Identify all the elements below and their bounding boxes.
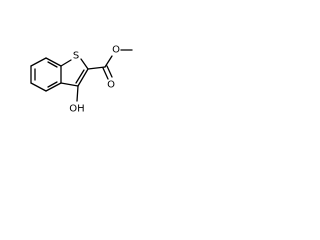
benzene-ring [30,57,62,92]
bond-c2-c3 [77,68,89,87]
bond-c3-c3a [60,82,79,87]
bond-benzene-2 [30,57,47,67]
bond-benzene-5 [45,82,62,92]
bond-carbonyl-ester-o [104,55,113,68]
ester-group [87,49,133,80]
bond-benzene-inner-2 [47,61,58,68]
bond-c2-carbonyl [87,66,106,70]
bond-c7a-s [60,59,72,67]
bond-s-c2 [80,58,89,70]
bond-carbonyl-double-1 [102,67,109,80]
structure-canvas: S OH O O [30,45,133,115]
bond-c2-c3-inner [75,69,85,84]
ester-oxygen-label: O [112,45,120,56]
hydroxyl-label: OH [69,104,84,115]
thiophene-ring [60,58,89,87]
sulfur-label: S [73,51,79,62]
bond-benzene-3 [45,57,62,67]
bond-c3-oh [76,85,79,102]
carbonyl-oxygen-label: O [107,80,115,91]
bond-benzene-inner-3 [47,81,58,88]
bond-carbonyl-double-2 [106,65,113,78]
bond-benzene-6 [30,82,47,92]
